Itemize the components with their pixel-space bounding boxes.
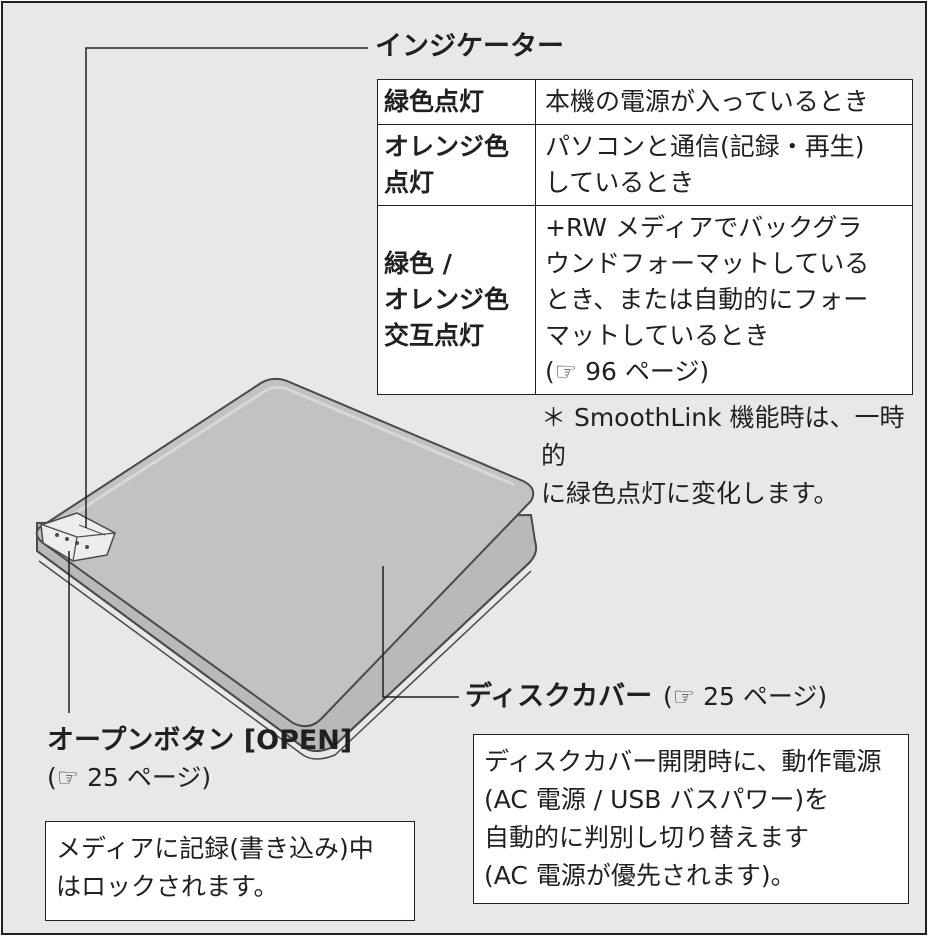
indicator-table: 緑色点灯 本機の電源が入っているとき オレンジ色 点灯 パソコンと通信(記録・再…	[377, 79, 913, 395]
led-dot	[75, 541, 79, 545]
led-dot	[85, 545, 89, 549]
disc-cover-label: ディスクカバー	[465, 681, 653, 712]
open-button-page-ref: (☞ 25 ページ)	[47, 763, 212, 792]
table-row: 緑色点灯 本機の電源が入っているとき	[377, 79, 913, 125]
state-cell: オレンジ色 点灯	[377, 124, 536, 206]
smoothlink-note: ＊ SmoothLink 機能時は、一時的 に緑色点灯に変化します。	[541, 403, 905, 508]
state-cell: 緑色 / オレンジ色 交互点灯	[377, 205, 536, 395]
open-button-note-box: メディアに記録(書き込み)中 はロックされます。	[45, 821, 415, 921]
disc-cover-leader-line	[382, 566, 459, 698]
indicator-heading: インジケーター	[375, 31, 564, 62]
description-cell: +RW メディアでバックグラ ウンドフォーマットしている とき、または自動的にフ…	[535, 205, 913, 395]
disc-cover-note-box: ディスクカバー開閉時に、動作電源 (AC 電源 / USB バスパワー)を 自動…	[473, 734, 909, 904]
description-cell: パソコンと通信(記録・再生) しているとき	[535, 124, 913, 206]
table-row: オレンジ色 点灯 パソコンと通信(記録・再生) しているとき	[377, 124, 913, 206]
disc-cover-page-ref: (☞ 25 ページ)	[663, 682, 828, 711]
table-row: 緑色 / オレンジ色 交互点灯 +RW メディアでバックグラ ウンドフォーマット…	[377, 205, 913, 395]
led-dot	[55, 533, 59, 537]
state-cell: 緑色点灯	[377, 79, 536, 125]
indicator-leader-line	[85, 47, 368, 528]
description-cell: 本機の電源が入っているとき	[535, 79, 913, 125]
open-button-label: オープンボタン [OPEN]	[47, 725, 353, 756]
device-illustration	[35, 47, 538, 760]
disc-cover-surface	[35, 377, 535, 728]
led-dot	[65, 537, 69, 541]
